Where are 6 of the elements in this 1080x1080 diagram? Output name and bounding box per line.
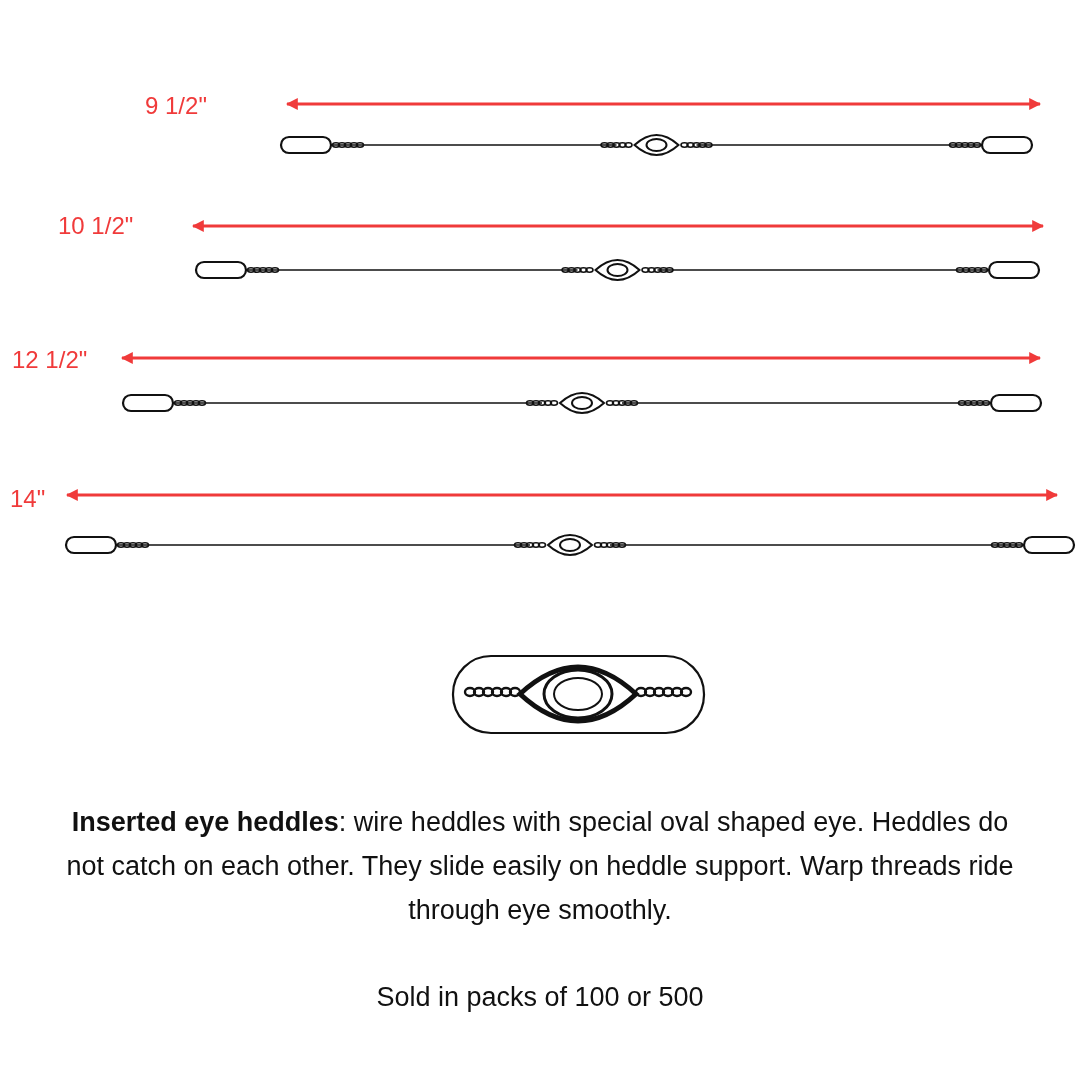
- dimension-label: 9 1/2": [145, 92, 207, 120]
- description-paragraph: Inserted eye heddles: wire heddles with special oval shaped eye. Heddles do not catch on each other. They slide easily on heddle support. Warp threads ride through eye smoothly.: [65, 806, 1015, 927]
- dimension-label: 14": [10, 485, 46, 513]
- dimension-label: 12 1/2": [12, 346, 88, 374]
- note-text: Sold in packs of 100 or 500: [375, 981, 705, 1014]
- dimension-label: 10 1/2": [58, 212, 134, 240]
